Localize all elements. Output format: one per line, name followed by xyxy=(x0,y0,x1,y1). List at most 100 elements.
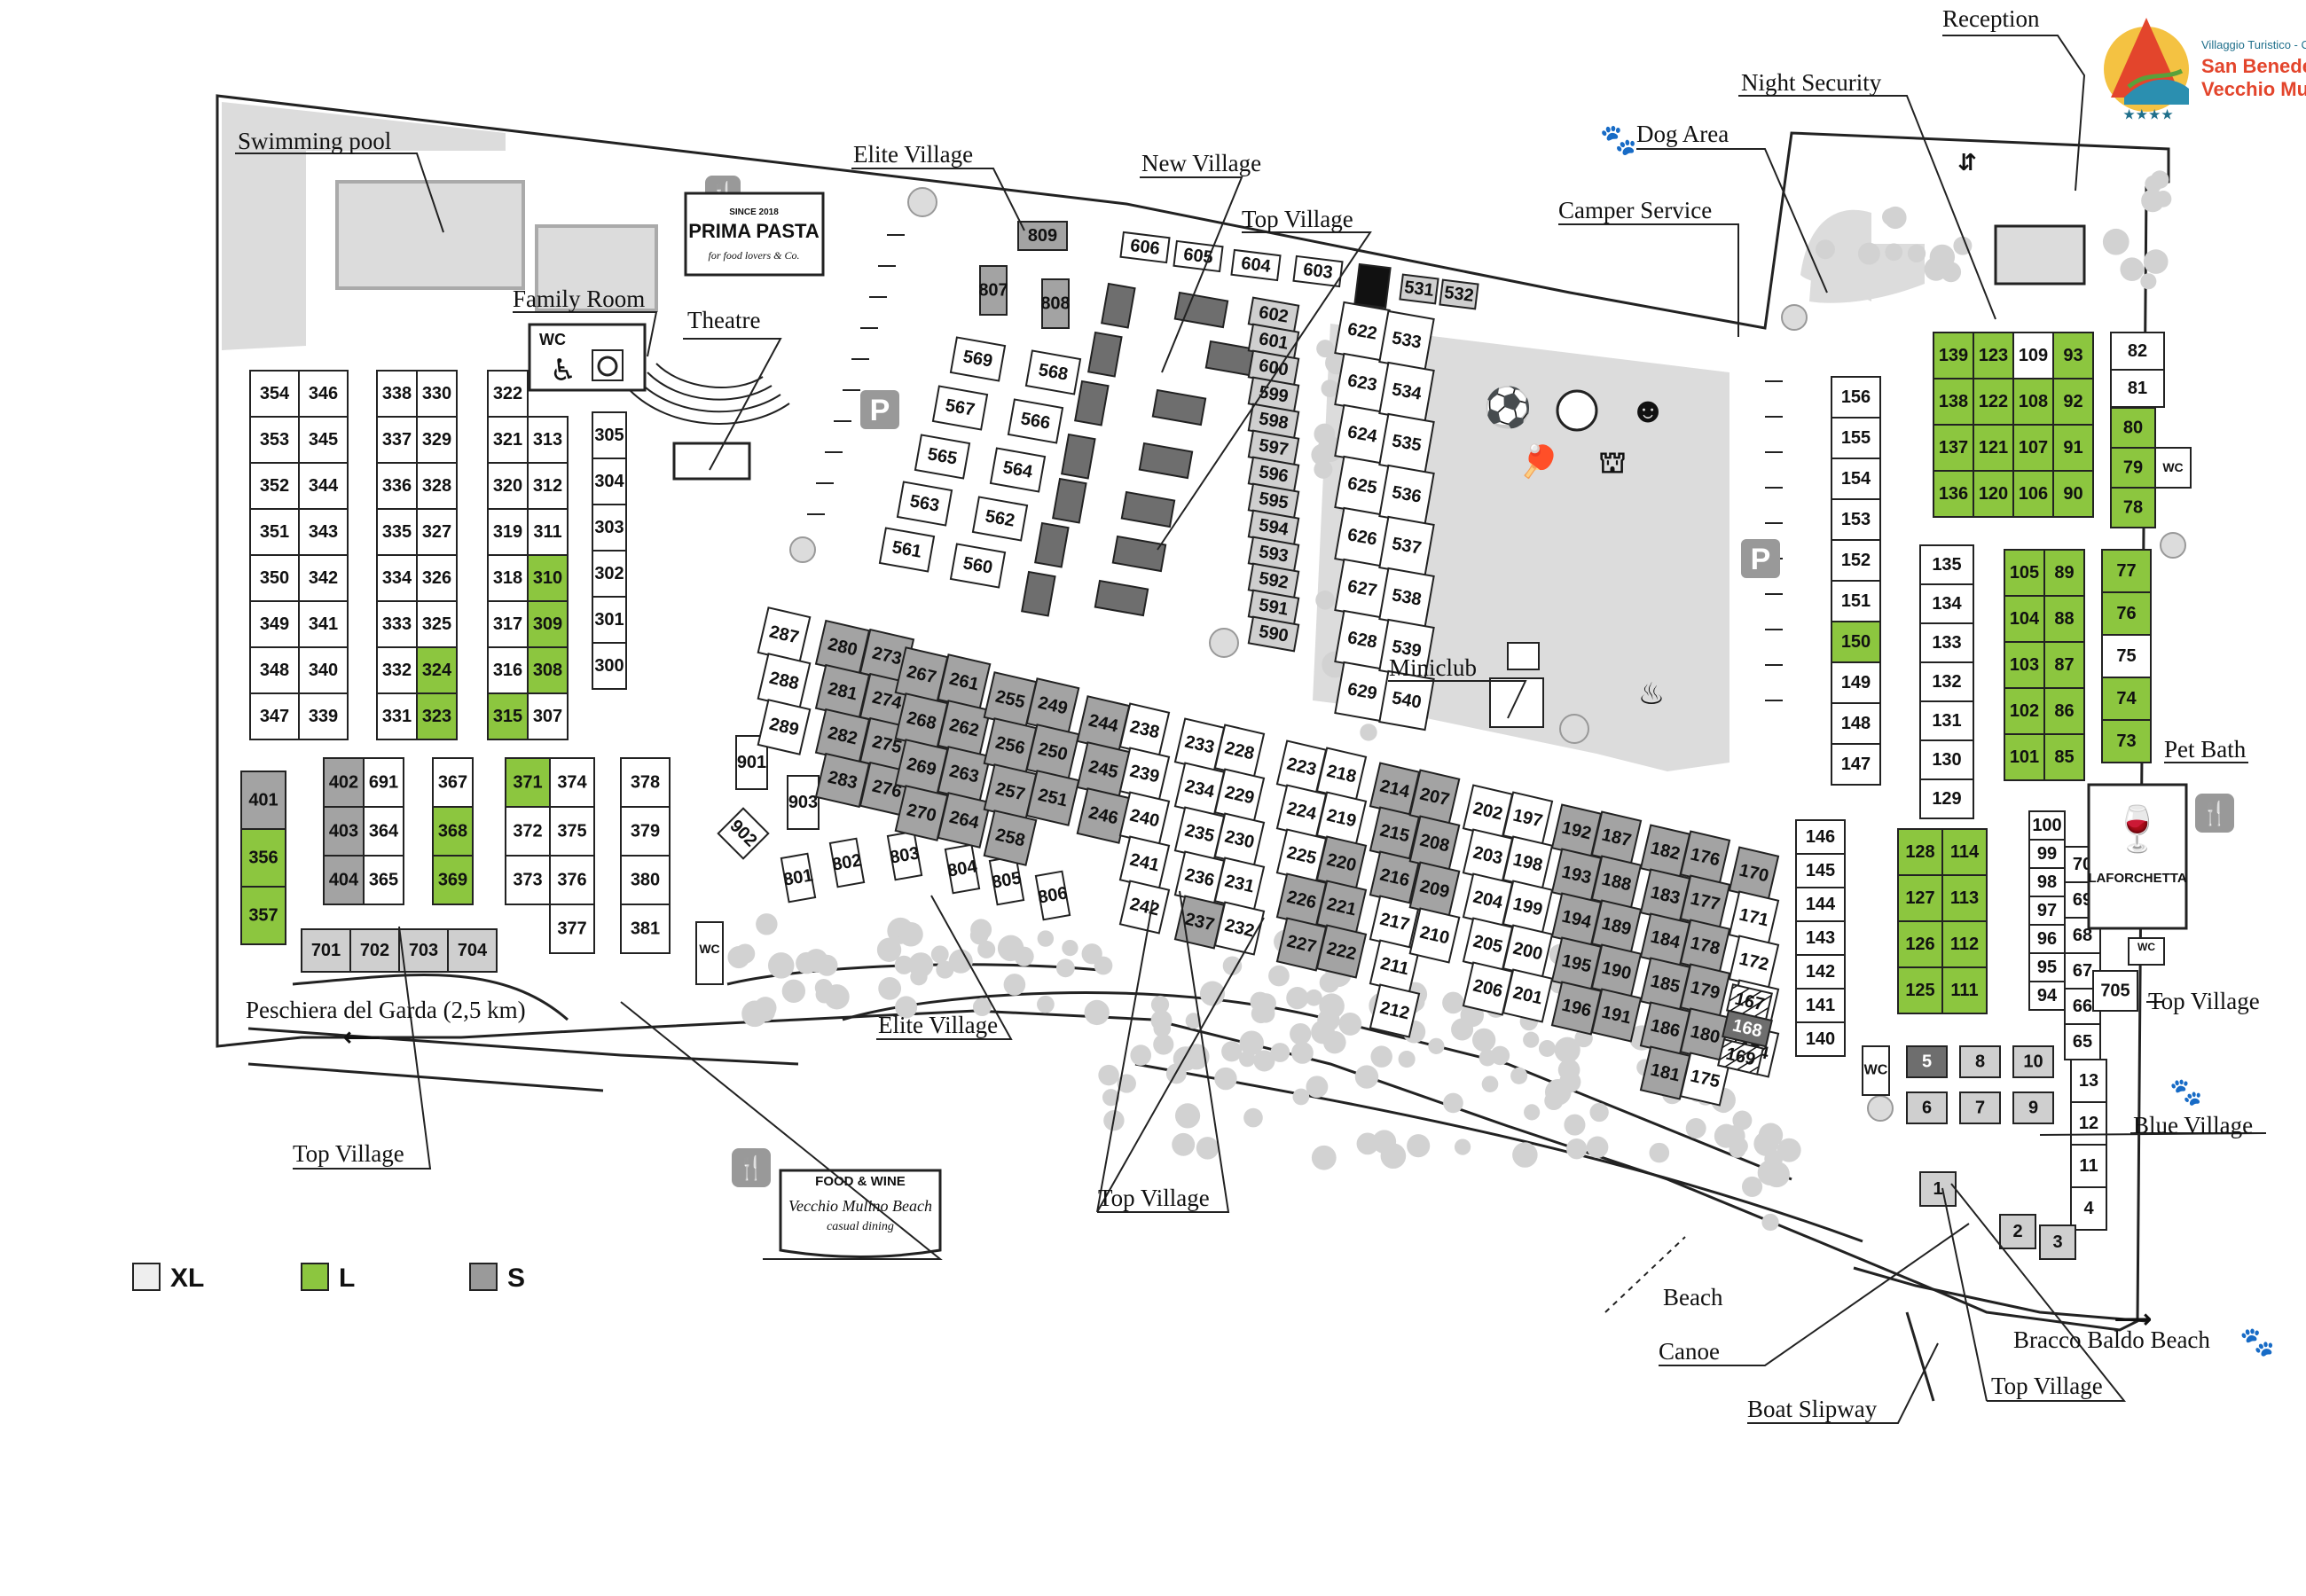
pitch-13[interactable]: 13 xyxy=(2070,1059,2107,1103)
pitch-237[interactable]: 237 xyxy=(1173,895,1226,950)
pitch-337[interactable]: 337 xyxy=(376,416,418,464)
pitch-402[interactable]: 402 xyxy=(323,757,365,808)
pitch-137[interactable]: 137 xyxy=(1933,424,1974,472)
pitch-532[interactable]: 532 xyxy=(1439,278,1479,310)
pitch-703[interactable]: 703 xyxy=(398,928,449,973)
pitch-155[interactable]: 155 xyxy=(1831,417,1881,459)
pitch-536[interactable]: 536 xyxy=(1378,464,1435,526)
pitch-287[interactable]: 287 xyxy=(757,606,812,663)
pitch-11[interactable]: 11 xyxy=(2070,1144,2107,1188)
pitch-270[interactable]: 270 xyxy=(894,785,949,841)
pitch-224[interactable]: 224 xyxy=(1275,784,1328,839)
pitch-200[interactable]: 200 xyxy=(1502,924,1554,979)
pitch-149[interactable]: 149 xyxy=(1831,661,1881,704)
pitch-379[interactable]: 379 xyxy=(620,806,671,857)
pitch-564[interactable]: 564 xyxy=(989,447,1047,493)
pitch-606[interactable]: 606 xyxy=(1119,231,1171,264)
pitch-246[interactable]: 246 xyxy=(1076,787,1131,844)
pitch-305[interactable]: 305 xyxy=(592,411,627,459)
pitch-131[interactable]: 131 xyxy=(1919,700,1974,741)
pitch-623[interactable]: 623 xyxy=(1334,352,1391,414)
pitch-593[interactable]: 593 xyxy=(1247,536,1300,573)
pitch-3[interactable]: 3 xyxy=(2039,1224,2076,1260)
pitch-151[interactable]: 151 xyxy=(1831,580,1881,622)
pitch-196[interactable]: 196 xyxy=(1550,981,1603,1036)
pitch-339[interactable]: 339 xyxy=(298,692,349,740)
pitch-627[interactable]: 627 xyxy=(1334,558,1391,620)
pitch-136[interactable]: 136 xyxy=(1933,470,1974,518)
pitch-80[interactable]: 80 xyxy=(2110,407,2156,449)
pitch-105[interactable]: 105 xyxy=(2004,549,2045,597)
pitch-206[interactable]: 206 xyxy=(1462,961,1514,1016)
pitch-597[interactable]: 597 xyxy=(1247,429,1300,466)
pitch-531[interactable]: 531 xyxy=(1399,273,1439,305)
pitch-328[interactable]: 328 xyxy=(416,462,458,510)
pitch-567[interactable]: 567 xyxy=(931,385,989,431)
pitch-251[interactable]: 251 xyxy=(1025,770,1080,826)
pitch-101[interactable]: 101 xyxy=(2004,733,2045,781)
pitch-319[interactable]: 319 xyxy=(487,508,529,556)
pitch-344[interactable]: 344 xyxy=(298,462,349,510)
pitch-96[interactable]: 96 xyxy=(2028,924,2066,954)
pitch-98[interactable]: 98 xyxy=(2028,867,2066,897)
pitch-210[interactable]: 210 xyxy=(1408,907,1461,964)
pitch-[interactable] xyxy=(1353,262,1392,309)
pitch-809[interactable]: 809 xyxy=(1017,221,1068,251)
pitch-309[interactable]: 309 xyxy=(527,600,569,648)
pitch-218[interactable]: 218 xyxy=(1315,747,1368,802)
pitch-114[interactable]: 114 xyxy=(1941,828,1988,876)
pitch-178[interactable]: 178 xyxy=(1679,919,1731,974)
pitch-317[interactable]: 317 xyxy=(487,600,529,648)
pitch-74[interactable]: 74 xyxy=(2101,677,2152,721)
pitch-594[interactable]: 594 xyxy=(1247,509,1300,546)
pitch-318[interactable]: 318 xyxy=(487,554,529,602)
pitch-78[interactable]: 78 xyxy=(2110,487,2156,528)
pitch-5[interactable]: 5 xyxy=(1906,1045,1948,1078)
pitch-249[interactable]: 249 xyxy=(1025,677,1080,734)
pitch-346[interactable]: 346 xyxy=(298,370,349,418)
pitch-371[interactable]: 371 xyxy=(505,757,551,808)
pitch-77[interactable]: 77 xyxy=(2101,549,2152,593)
pitch-144[interactable]: 144 xyxy=(1795,887,1846,922)
pitch-262[interactable]: 262 xyxy=(937,700,992,756)
pitch-264[interactable]: 264 xyxy=(937,792,992,849)
pitch-313[interactable]: 313 xyxy=(527,416,569,464)
pitch-267[interactable]: 267 xyxy=(894,646,949,703)
pitch-599[interactable]: 599 xyxy=(1247,376,1300,413)
pitch-197[interactable]: 197 xyxy=(1502,791,1554,846)
pitch-628[interactable]: 628 xyxy=(1334,609,1391,671)
pitch-222[interactable]: 222 xyxy=(1315,924,1368,979)
new-village-unit[interactable] xyxy=(1052,477,1087,524)
pitch-568[interactable]: 568 xyxy=(1024,349,1082,395)
pitch-227[interactable]: 227 xyxy=(1275,917,1328,972)
pitch-364[interactable]: 364 xyxy=(363,806,404,857)
pitch-331[interactable]: 331 xyxy=(376,692,418,740)
pitch-352[interactable]: 352 xyxy=(249,462,300,510)
pitch-141[interactable]: 141 xyxy=(1795,988,1846,1023)
pitch-334[interactable]: 334 xyxy=(376,554,418,602)
pitch-147[interactable]: 147 xyxy=(1831,743,1881,786)
pitch-316[interactable]: 316 xyxy=(487,646,529,694)
pitch-560[interactable]: 560 xyxy=(949,543,1007,589)
pitch-561[interactable]: 561 xyxy=(878,527,936,573)
pitch-135[interactable]: 135 xyxy=(1919,544,1974,585)
new-village-unit[interactable] xyxy=(1101,282,1136,329)
pitch-120[interactable]: 120 xyxy=(1973,470,2014,518)
pitch-172[interactable]: 172 xyxy=(1728,935,1780,990)
pitch-188[interactable]: 188 xyxy=(1590,855,1643,910)
pitch-182[interactable]: 182 xyxy=(1639,824,1691,879)
pitch-186[interactable]: 186 xyxy=(1639,1001,1691,1056)
pitch-122[interactable]: 122 xyxy=(1973,378,2014,426)
pitch-113[interactable]: 113 xyxy=(1941,874,1988,922)
pitch-138[interactable]: 138 xyxy=(1933,378,1974,426)
pitch-146[interactable]: 146 xyxy=(1795,819,1846,855)
pitch-803[interactable]: 803 xyxy=(886,830,923,881)
pitch-325[interactable]: 325 xyxy=(416,600,458,648)
pitch-320[interactable]: 320 xyxy=(487,462,529,510)
pitch-107[interactable]: 107 xyxy=(2012,424,2054,472)
pitch-99[interactable]: 99 xyxy=(2028,839,2066,869)
pitch-538[interactable]: 538 xyxy=(1378,567,1435,629)
pitch-350[interactable]: 350 xyxy=(249,554,300,602)
pitch-87[interactable]: 87 xyxy=(2043,641,2085,689)
pitch-403[interactable]: 403 xyxy=(323,806,365,857)
